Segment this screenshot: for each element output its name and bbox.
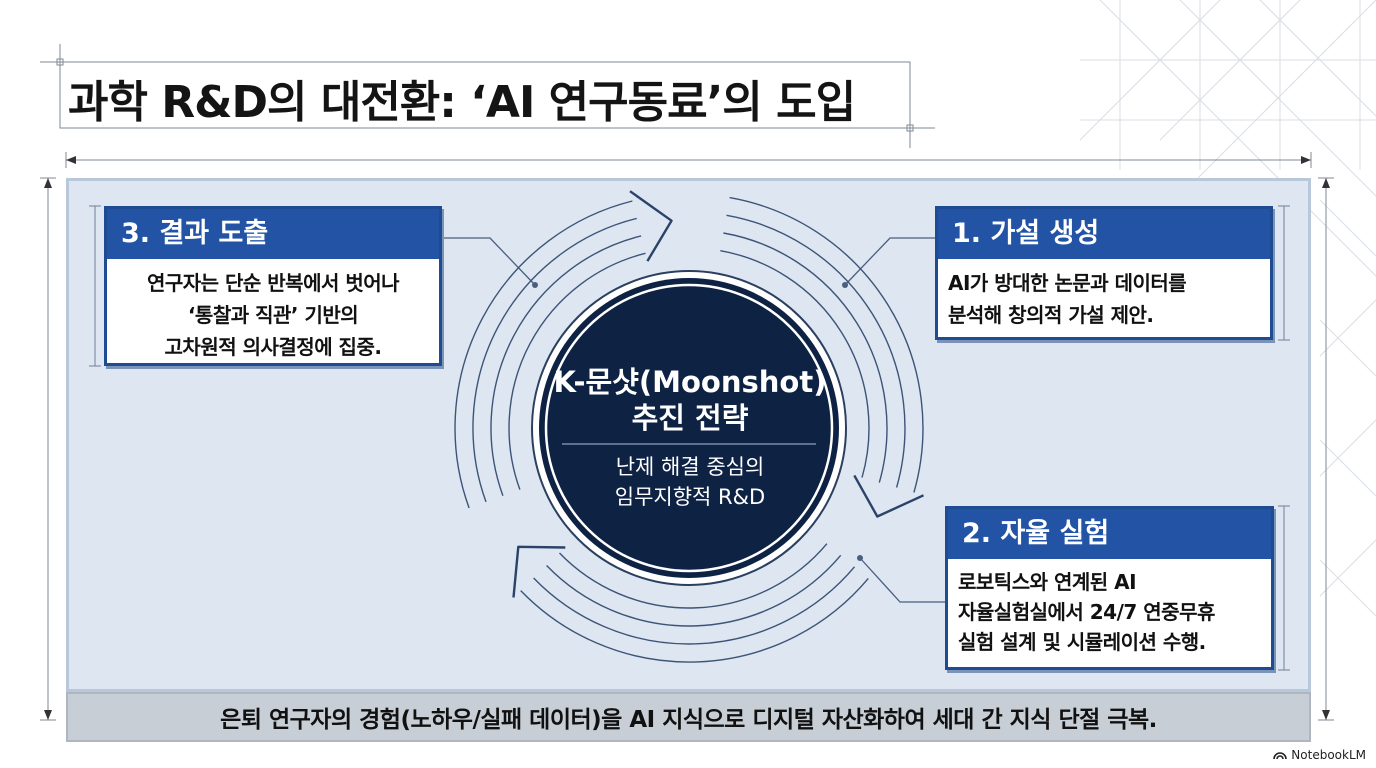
step-line: 분석해 창의적 가설 제안. — [948, 303, 1154, 327]
cycle-ring-segment — [454, 200, 633, 509]
step-heading: 3. 결과 도출 — [107, 209, 439, 259]
cycle-ring-segment — [508, 252, 646, 490]
connector-node — [857, 555, 863, 561]
step-line: 고차원적 의사결정에 집중. — [164, 335, 382, 359]
step-line: 연구자는 단순 반복에서 벗어나 — [146, 271, 400, 295]
cycle-arrowhead — [512, 545, 566, 598]
center-inner-ring — [544, 283, 834, 573]
step-line: AI가 방대한 논문과 데이터를 — [948, 271, 1187, 295]
step-line: 자율실험실에서 24/7 연중무휴 — [958, 600, 1215, 624]
branding: NotebookLM — [1273, 748, 1366, 762]
step-card-experiment: 2. 자율 실험 로보틱스와 연계된 AI 자율실험실에서 24/7 연중무휴 … — [945, 506, 1274, 670]
cycle-ring-segment — [558, 543, 828, 609]
branding-text: NotebookLM — [1291, 748, 1366, 762]
cycle-arrowhead — [853, 474, 925, 518]
connector-lines — [442, 237, 945, 603]
cycle-ring-segment — [729, 196, 924, 493]
center-circle — [539, 278, 839, 578]
step-description: AI가 방대한 논문과 데이터를 분석해 창의적 가설 제안. — [938, 259, 1270, 339]
cycle-ring-segment — [726, 214, 906, 488]
cycle-ring-segment — [490, 235, 642, 496]
connector-node — [842, 282, 848, 288]
cycle-ring-segment — [546, 554, 842, 627]
center-title-line: K-문샷(Moonshot) — [553, 365, 827, 399]
footer-banner: 은퇴 연구자의 경험(노하우/실패 데이터)을 AI 지식으로 디지털 자산화하… — [66, 692, 1311, 742]
step-description: 로보틱스와 연계된 AI 자율실험실에서 24/7 연중무휴 실험 설계 및 시… — [948, 559, 1271, 665]
center-subtitle-line: 난제 해결 중심의 — [615, 455, 765, 479]
step-line: 실험 설계 및 시뮬레이션 수행. — [958, 630, 1206, 654]
cycle-ring-segment — [533, 566, 856, 645]
step-line: 로보틱스와 연계된 AI — [958, 570, 1137, 594]
step-card-result: 3. 결과 도출 연구자는 단순 반복에서 벗어나 ‘통찰과 직관’ 기반의 고… — [104, 206, 442, 366]
step-card-hypothesis: 1. 가설 생성 AI가 방대한 논문과 데이터를 분석해 창의적 가설 제안. — [935, 206, 1273, 340]
cycle-ring-segment — [520, 577, 869, 663]
step-heading: 1. 가설 생성 — [938, 209, 1270, 259]
step-heading: 2. 자율 실험 — [948, 509, 1271, 559]
cycle-arrowhead — [629, 190, 673, 262]
center-subtitle-line: 임무지향적 R&D — [614, 485, 766, 509]
step-line: ‘통찰과 직관’ 기반의 — [187, 303, 359, 327]
step-description: 연구자는 단순 반복에서 벗어나 ‘통찰과 직관’ 기반의 고차원적 의사결정에… — [107, 259, 439, 371]
dimension-guides — [89, 205, 1290, 671]
cycle-arrows — [512, 190, 925, 598]
cycle-ring-segment — [723, 232, 888, 483]
center-subtitle: 난제 해결 중심의 임무지향적 R&D — [540, 452, 840, 512]
notebooklm-icon — [1273, 752, 1288, 760]
center-title-line: 추진 전략 — [631, 401, 749, 435]
connector-node — [532, 282, 538, 288]
cycle-rings — [454, 196, 924, 663]
cycle-ring-segment — [472, 217, 637, 503]
cycle-ring-segment — [720, 250, 870, 478]
center-title: K-문샷(Moonshot) 추진 전략 — [540, 364, 840, 436]
page-title: 과학 R&D의 대전환: ‘AI 연구동료’의 도입 — [68, 77, 856, 128]
